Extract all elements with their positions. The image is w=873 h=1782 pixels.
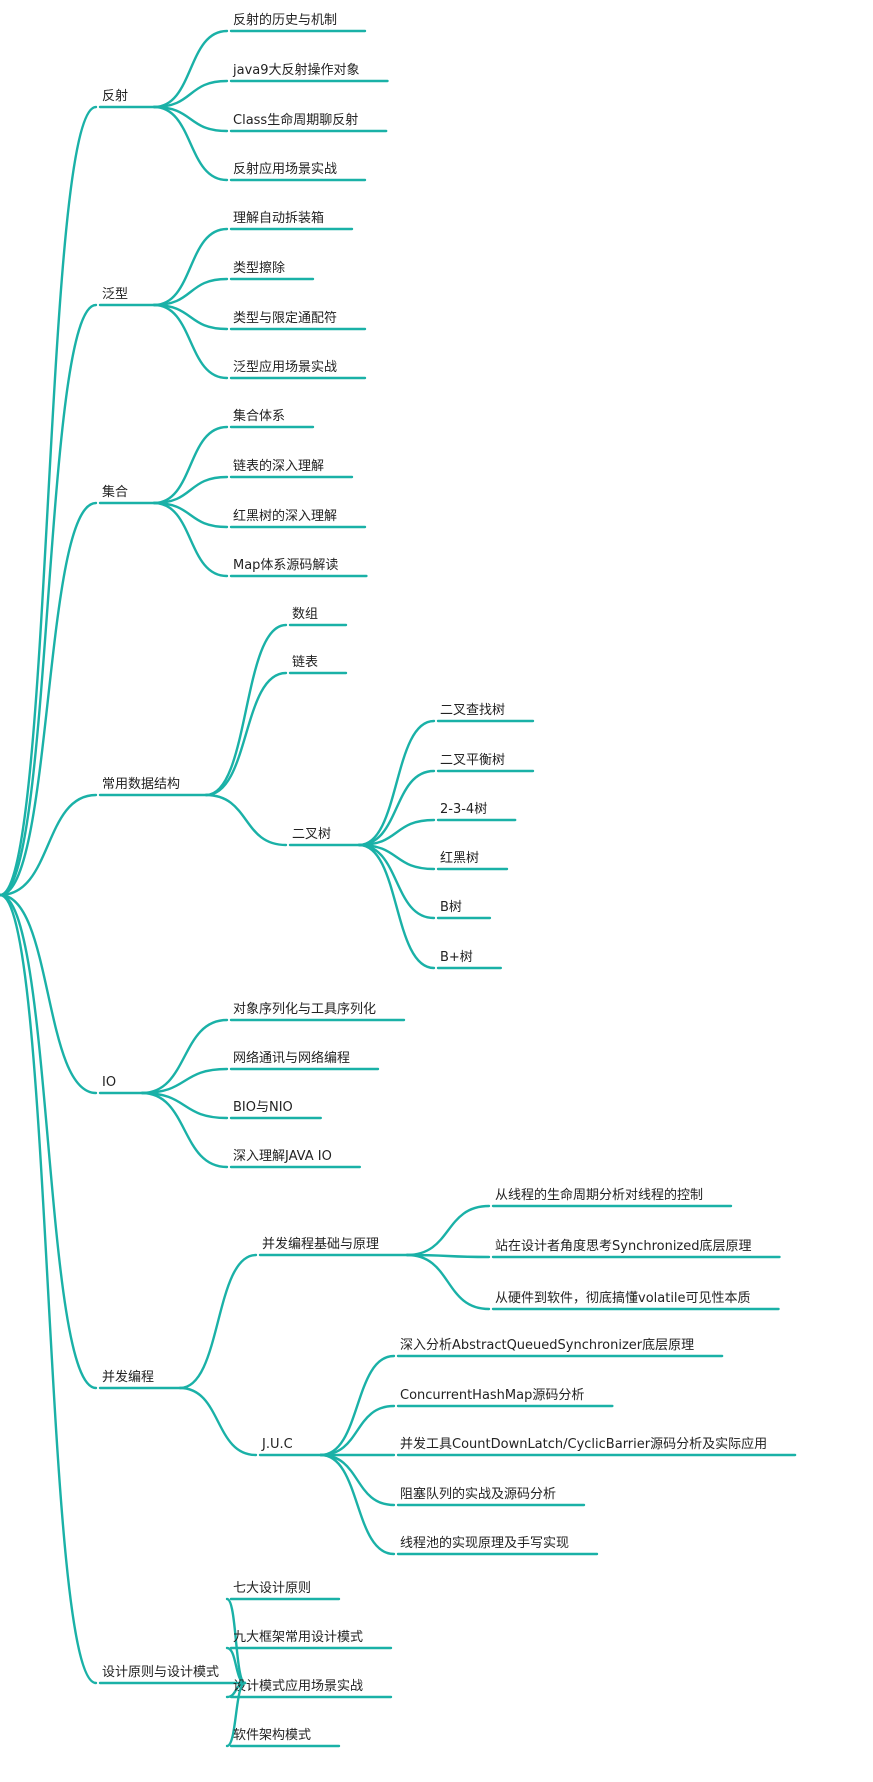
branch-4-child-2-label: BIO与NIO xyxy=(233,1100,293,1115)
branch-3-child-2-child-0-link xyxy=(357,719,436,847)
branch-2-child-2-link xyxy=(152,501,229,529)
branch-2-child-1-label: 链表的深入理解 xyxy=(233,458,324,474)
branch-5-child-0-child-1-label: 站在设计者角度思考Synchronized底层原理 xyxy=(495,1238,752,1254)
branch-2-child-0-link xyxy=(152,425,229,505)
branch-6-link xyxy=(0,893,98,1685)
branch-3-child-2-child-4-label: B树 xyxy=(440,900,462,915)
branch-2-link xyxy=(0,501,98,897)
branch-4-label: IO xyxy=(102,1075,116,1090)
branch-3-child-2-child-2-label: 2-3-4树 xyxy=(440,802,487,817)
branch-0-link xyxy=(0,105,98,897)
branch-2-label: 集合 xyxy=(102,484,128,500)
branch-3-child-2-child-5-link xyxy=(357,843,436,970)
branch-5-child-1-child-4-link xyxy=(319,1453,396,1556)
branch-2-child-3-link xyxy=(152,501,229,578)
branch-3-child-2-link xyxy=(204,793,288,847)
branch-3-child-2-child-3-label: 红黑树 xyxy=(440,850,479,866)
branch-5-child-0-child-1-link xyxy=(405,1253,491,1259)
branch-5-child-1-child-2-label: 并发工具CountDownLatch/CyclicBarrier源码分析及实际应… xyxy=(400,1436,767,1452)
branch-5-child-0-child-2-link xyxy=(405,1253,491,1311)
branch-1-child-0-label: 理解自动拆装箱 xyxy=(233,210,324,226)
branch-0-child-1-link xyxy=(152,79,229,109)
branch-0-child-2-label: Class生命周期聊反射 xyxy=(233,112,358,128)
branch-3-link xyxy=(0,793,98,897)
branch-5-child-1-child-0-label: 深入分析AbstractQueuedSynchronizer底层原理 xyxy=(400,1337,694,1353)
branch-5-child-1-child-3-label: 阻塞队列的实战及源码分析 xyxy=(400,1486,556,1502)
branch-0-label: 反射 xyxy=(102,88,128,104)
branch-1-child-2-link xyxy=(152,303,229,331)
branch-5-child-1-label: J.U.C xyxy=(261,1437,293,1452)
branch-1-child-3-link xyxy=(152,303,229,380)
branch-1-child-1-link xyxy=(152,277,229,307)
branch-3-child-2-child-0-label: 二叉查找树 xyxy=(440,703,505,718)
branch-5-child-1-child-1-link xyxy=(319,1404,396,1457)
branch-3-child-2-child-5-label: B+树 xyxy=(440,950,473,965)
branch-3-label: 常用数据结构 xyxy=(102,777,180,792)
branch-5-link xyxy=(0,893,98,1390)
branch-5-child-1-child-4-label: 线程池的实现原理及手写实现 xyxy=(400,1535,569,1551)
branch-1-child-3-label: 泛型应用场景实战 xyxy=(233,359,337,375)
branch-6-label: 设计原则与设计模式 xyxy=(102,1665,219,1680)
branch-5-label: 并发编程 xyxy=(102,1369,154,1385)
branch-6-child-1-link xyxy=(225,1646,247,1685)
branch-6-child-0-link xyxy=(225,1597,247,1685)
branch-5-child-0-link xyxy=(178,1253,258,1390)
branch-3-child-1-link xyxy=(204,671,288,797)
branch-4-child-3-label: 深入理解JAVA IO xyxy=(233,1149,332,1164)
branch-4-child-1-label: 网络通讯与网络编程 xyxy=(233,1050,350,1066)
branch-3-child-0-link xyxy=(204,623,288,797)
branch-6-child-0-label: 七大设计原则 xyxy=(233,1581,311,1596)
branch-6-child-2-label: 设计模式应用场景实战 xyxy=(233,1678,363,1694)
branch-1-label: 泛型 xyxy=(102,287,128,302)
branch-5-child-0-label: 并发编程基础与原理 xyxy=(262,1236,379,1252)
branch-5-child-1-child-1-label: ConcurrentHashMap源码分析 xyxy=(400,1388,584,1403)
branch-3-child-2-child-4-link xyxy=(357,843,436,920)
branch-3-child-2-label: 二叉树 xyxy=(292,827,331,842)
branch-3-child-2-child-1-link xyxy=(357,769,436,847)
branch-0-child-3-link xyxy=(152,105,229,182)
branch-5-child-0-child-0-label: 从线程的生命周期分析对线程的控制 xyxy=(495,1187,703,1203)
branch-0-child-3-label: 反射应用场景实战 xyxy=(233,161,337,177)
branch-2-child-0-label: 集合体系 xyxy=(233,408,285,424)
branch-4-child-1-link xyxy=(140,1067,229,1095)
branch-4-child-0-label: 对象序列化与工具序列化 xyxy=(233,1002,376,1017)
branch-0-child-0-label: 反射的历史与机制 xyxy=(233,12,337,28)
branch-4-child-2-link xyxy=(140,1091,229,1120)
branch-1-link xyxy=(0,303,98,897)
branch-5-child-0-child-2-label: 从硬件到软件，彻底搞懂volatile可见性本质 xyxy=(495,1290,751,1306)
branch-6-child-1-label: 九大框架常用设计模式 xyxy=(233,1630,363,1645)
branch-3-child-2-child-1-label: 二叉平衡树 xyxy=(440,753,505,768)
branch-2-child-3-label: Map体系源码解读 xyxy=(233,558,338,573)
branch-3-child-2-child-2-link xyxy=(357,818,436,847)
branch-5-child-1-child-0-link xyxy=(319,1354,396,1457)
branch-4-child-0-link xyxy=(140,1018,229,1095)
branch-4-child-3-link xyxy=(140,1091,229,1169)
branch-3-child-1-label: 链表 xyxy=(292,655,318,670)
branch-3-child-0-label: 数组 xyxy=(292,607,318,622)
branch-0-child-0-link xyxy=(152,29,229,109)
branch-2-child-1-link xyxy=(152,475,229,505)
branch-6-child-3-link xyxy=(225,1681,247,1748)
branch-1-child-0-link xyxy=(152,227,229,307)
branch-5-child-0-child-0-link xyxy=(405,1204,491,1257)
branch-1-child-1-label: 类型擦除 xyxy=(233,261,285,276)
branch-5-child-1-link xyxy=(178,1386,258,1457)
branch-4-link xyxy=(0,893,98,1095)
branch-0-child-2-link xyxy=(152,105,229,133)
branch-2-child-2-label: 红黑树的深入理解 xyxy=(233,508,337,524)
branch-6-child-3-label: 软件架构模式 xyxy=(233,1728,311,1743)
branch-3-child-2-child-3-link xyxy=(357,843,436,871)
branch-0-child-1-label: java9大反射操作对象 xyxy=(232,62,360,78)
branch-1-child-2-label: 类型与限定通配符 xyxy=(233,310,337,326)
branch-5-child-1-child-3-link xyxy=(319,1453,396,1507)
